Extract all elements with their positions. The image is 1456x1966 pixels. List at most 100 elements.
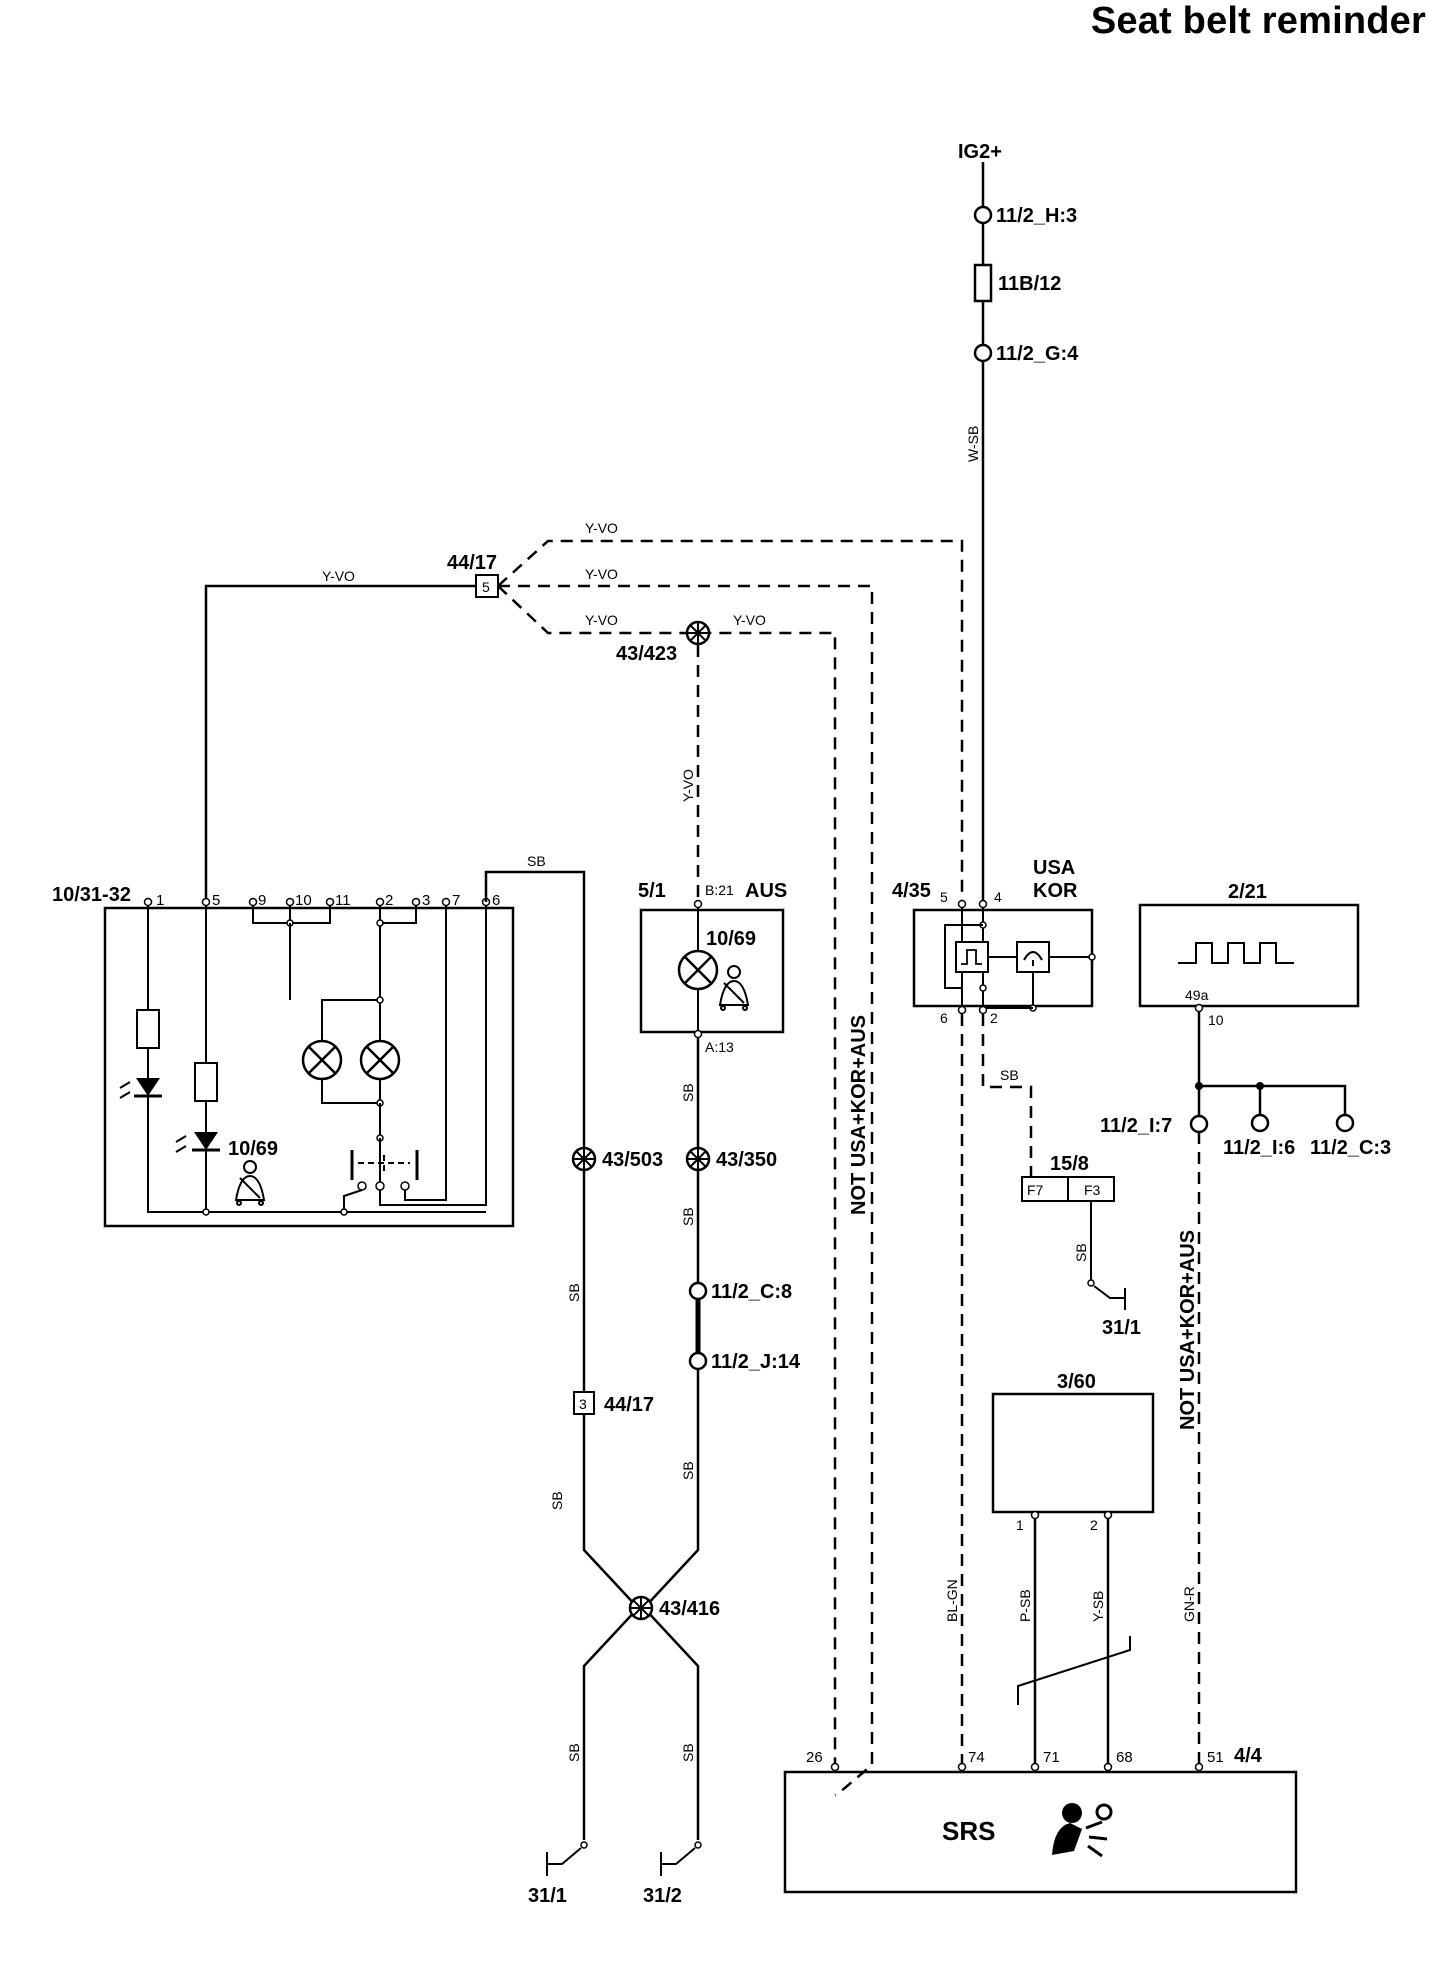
srs-pin-51: 51 (1207, 1749, 1224, 1766)
twisted-pair-marker (1017, 1636, 1131, 1705)
connector-44-17-top-label: 44/17 (447, 552, 497, 574)
splice-43-503 (571, 1146, 597, 1172)
connector-11-2-c3 (1335, 1113, 1355, 1133)
ground-31-1-right-label: 31/1 (1102, 1317, 1141, 1339)
connector-11-2-i7 (1189, 1114, 1209, 1134)
wire-y-vo-label-5: Y-VO (733, 612, 766, 628)
wire-y-sb-label: Y-SB (1090, 1591, 1106, 1622)
module-2-21-pin-49a: 49a (1185, 987, 1209, 1003)
module-10-31-32-label: 10/31-32 (52, 884, 131, 906)
fuse-11b-12 (973, 263, 993, 303)
page-title: Seat belt reminder (1090, 0, 1426, 42)
wire-p-sb-label: P-SB (1017, 1589, 1033, 1622)
module-10-31-32-pin-2: 2 (385, 892, 393, 909)
relay-pin-4: 4 (994, 889, 1002, 905)
module-10-31-32-pin-11: 11 (335, 892, 351, 909)
splice-43-350-label: 43/350 (716, 1149, 777, 1171)
module-2-21 (1138, 903, 1360, 1008)
wire-y-vo-label-4: Y-VO (585, 612, 618, 628)
module-10-31-32-pin-9: 9 (258, 892, 266, 909)
connector-11-2-g4 (973, 343, 993, 363)
fuse-15-8-f7: F7 (1027, 1182, 1044, 1198)
module-5-1-lamp-label: 10/69 (706, 928, 756, 950)
module-10-31-32-pin-7: 7 (452, 892, 460, 909)
module-10-31-32 (103, 906, 515, 1228)
ground-31-2-label: 31/2 (643, 1885, 682, 1907)
connector-11-2-h3-label: 11/2_H:3 (996, 205, 1077, 227)
srs-label: SRS (942, 1816, 995, 1846)
icon-10-69-label: 10/69 (228, 1138, 278, 1160)
srs-pin-26: 26 (806, 1749, 823, 1766)
supply-label: IG2+ (958, 141, 1002, 163)
fuse-15-8-label: 15/8 (1050, 1153, 1089, 1175)
srs-module (783, 1770, 1298, 1894)
ground-31-1-label: 31/1 (528, 1885, 567, 1907)
led-icon-2 (194, 1132, 218, 1150)
wire-w-sb-label: W-SB (965, 426, 981, 462)
wire-sb-label-3: SB (680, 1083, 696, 1102)
splice-43-423 (685, 620, 711, 646)
module-3-60-pin-2: 2 (1090, 1517, 1098, 1533)
wire-sb-label-6: SB (566, 1743, 582, 1762)
connector-11-2-c8 (688, 1281, 708, 1301)
srs-pin-74: 74 (968, 1749, 985, 1766)
wire-y-vo-label-1: Y-VO (322, 568, 355, 584)
module-10-31-32-pin-3: 3 (422, 892, 430, 909)
module-3-60 (991, 1392, 1155, 1514)
lamp-icon-2 (359, 1039, 401, 1081)
square-wave-icon (1178, 942, 1294, 964)
pulse-icon (961, 949, 982, 965)
connector-11-2-c3-label: 11/2_C:3 (1310, 1137, 1391, 1159)
relay-pin-2: 2 (990, 1010, 998, 1026)
splice-43-350 (685, 1146, 711, 1172)
ground-symbol-1 (546, 1841, 588, 1876)
srs-pin-68: 68 (1116, 1749, 1133, 1766)
wire-y-vo-label-6: Y-VO (680, 769, 696, 802)
wire-sb-label-top: SB (527, 853, 546, 869)
wire-sb-label-1: SB (566, 1283, 582, 1302)
srs-pin-71: 71 (1043, 1749, 1060, 1766)
relay-pin-6: 6 (940, 1010, 948, 1026)
wire-sb-label-8: SB (1000, 1067, 1019, 1083)
wire-gn-r-label: GN-R (1181, 1586, 1197, 1622)
connector-44-17-bottom-label: 44/17 (604, 1394, 654, 1416)
module-3-60-label: 3/60 (1057, 1371, 1096, 1393)
connector-44-17-top-pin: 5 (482, 579, 490, 595)
wire-sb-label-2: SB (549, 1491, 565, 1510)
seatbelt-icon (234, 1160, 266, 1206)
connector-11-2-g4-label: 11/2_G:4 (996, 343, 1079, 365)
connector-11-2-j14-label: 11/2_J:14 (711, 1351, 801, 1373)
wire-y-vo-label-3: Y-VO (585, 566, 618, 582)
splice-43-423-label: 43/423 (616, 643, 677, 665)
wire-sb-label-7: SB (680, 1743, 696, 1762)
module-10-31-32-pin-1: 1 (156, 892, 164, 909)
srs-connector-4-4-label: 4/4 (1234, 1745, 1263, 1767)
module-3-60-pin-1: 1 (1016, 1517, 1024, 1533)
splice-43-503-label: 43/503 (602, 1149, 663, 1171)
led-icon (136, 1078, 160, 1096)
lamp-icon-3 (677, 949, 719, 991)
buzzer-icon (1023, 951, 1043, 966)
lamp-icon-1 (301, 1039, 343, 1081)
module-10-31-32-pin-10: 10 (295, 892, 312, 909)
wire-bl-gn-label: BL-GN (944, 1579, 960, 1622)
connector-11-2-i6-label: 11/2_I:6 (1223, 1137, 1295, 1159)
connector-11-2-h3 (973, 205, 993, 225)
connector-44-17-bottom-pin: 3 (579, 1396, 587, 1412)
splice-43-416-label: 43/416 (659, 1598, 720, 1620)
connector-11-2-i6 (1250, 1113, 1270, 1133)
note-not-usa-kor-aus-1: NOT USA+KOR+AUS (848, 1015, 870, 1215)
connector-11-2-j14 (688, 1351, 708, 1371)
switch-icon (350, 1150, 419, 1191)
connector-11-2-c8-label: 11/2_C:8 (711, 1281, 792, 1303)
wire-sb-label-5: SB (680, 1461, 696, 1480)
relay-4-35-label: 4/35 (892, 880, 931, 902)
module-2-21-label: 2/21 (1228, 881, 1267, 903)
fuse-15-8-f3: F3 (1084, 1182, 1101, 1198)
fuse-11b-12-label: 11B/12 (998, 273, 1061, 295)
module-5-1-pin-top: B:21 (705, 882, 734, 898)
ground-symbol-2 (660, 1841, 702, 1876)
wire-sb-label-4: SB (680, 1207, 696, 1226)
module-5-1 (639, 908, 785, 1034)
